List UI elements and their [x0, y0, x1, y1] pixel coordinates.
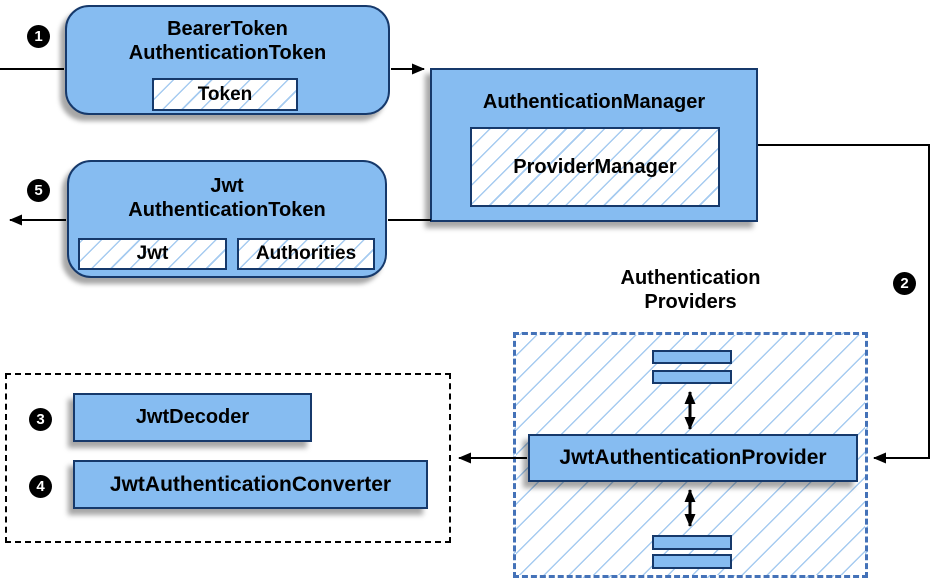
jwt-authentication-provider-label: JwtAuthenticationProvider [559, 446, 827, 469]
provider-placeholder-rect-bottom-2 [652, 554, 732, 569]
bearer-token-title-line2: AuthenticationToken [128, 42, 327, 64]
jwt-token-title-line2: AuthenticationToken [128, 199, 326, 221]
authentication-providers-title-line2: Providers [644, 291, 737, 313]
token-chip: Token [152, 78, 298, 111]
step-4-badge: 4 [29, 475, 52, 498]
jwt-authentication-token-node: Jwt AuthenticationToken Jwt Authorities [67, 160, 387, 278]
bearer-token-title-line1: BearerToken [167, 18, 288, 40]
jwt-decoder-node: JwtDecoder [73, 393, 312, 442]
jwt-authentication-provider-node: JwtAuthenticationProvider [528, 434, 858, 482]
provider-placeholder-rect-bottom-1 [652, 535, 732, 550]
authentication-providers-title-line1: Authentication [620, 267, 761, 289]
step-3-badge: 3 [29, 408, 52, 431]
jwt-authentication-converter-label: JwtAuthenticationConverter [109, 472, 392, 496]
authentication-manager-node: AuthenticationManager ProviderManager [430, 68, 758, 222]
bearer-token-title: BearerToken AuthenticationToken [67, 17, 388, 65]
step-5-badge: 5 [27, 179, 50, 202]
jwt-authentication-converter-node: JwtAuthenticationConverter [73, 460, 428, 509]
authorities-chip: Authorities [237, 238, 375, 270]
jwt-token-title: Jwt AuthenticationToken [69, 174, 385, 222]
jwt-chip: Jwt [78, 238, 227, 270]
jwt-token-title-line1: Jwt [210, 175, 244, 197]
step-2-badge: 2 [893, 272, 916, 295]
provider-placeholder-rect-top-1 [652, 350, 732, 364]
step-1-badge: 1 [27, 25, 50, 48]
authentication-manager-label: AuthenticationManager [482, 91, 706, 113]
authentication-providers-title: Authentication Providers [513, 266, 868, 314]
provider-placeholder-rect-top-2 [652, 370, 732, 384]
jwt-decoder-label: JwtDecoder [135, 406, 250, 428]
provider-manager-chip: ProviderManager [470, 127, 720, 207]
bearer-token-authentication-token-node: BearerToken AuthenticationToken Token [65, 5, 390, 115]
